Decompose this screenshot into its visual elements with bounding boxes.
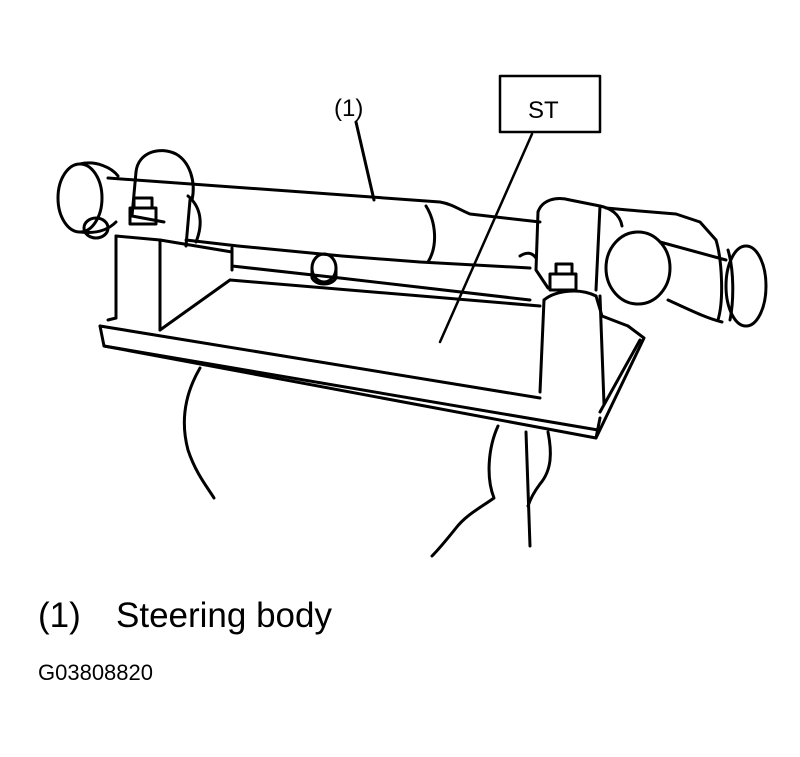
right-boot	[714, 238, 768, 328]
hand-right	[430, 424, 552, 558]
right-clamp	[534, 197, 728, 324]
right-support-block	[538, 262, 630, 406]
figure-code: G03808820	[38, 660, 153, 685]
st-label: ST	[528, 97, 559, 124]
steering-body-illustration: (1) ST	[56, 74, 768, 558]
legend-number: (1)	[38, 596, 81, 635]
hand-left	[182, 366, 216, 500]
callout-1-label: (1)	[334, 95, 363, 122]
base-plate	[98, 278, 646, 440]
left-clamp	[128, 149, 195, 248]
left-support-block	[114, 234, 234, 332]
callout-1-leader	[354, 120, 376, 202]
legend: (1) Steering body	[38, 596, 332, 636]
st-leader	[438, 132, 534, 344]
left-boot	[56, 161, 120, 240]
middle-nut	[310, 252, 338, 286]
st-box	[498, 74, 602, 134]
legend-text: Steering body	[116, 596, 332, 635]
